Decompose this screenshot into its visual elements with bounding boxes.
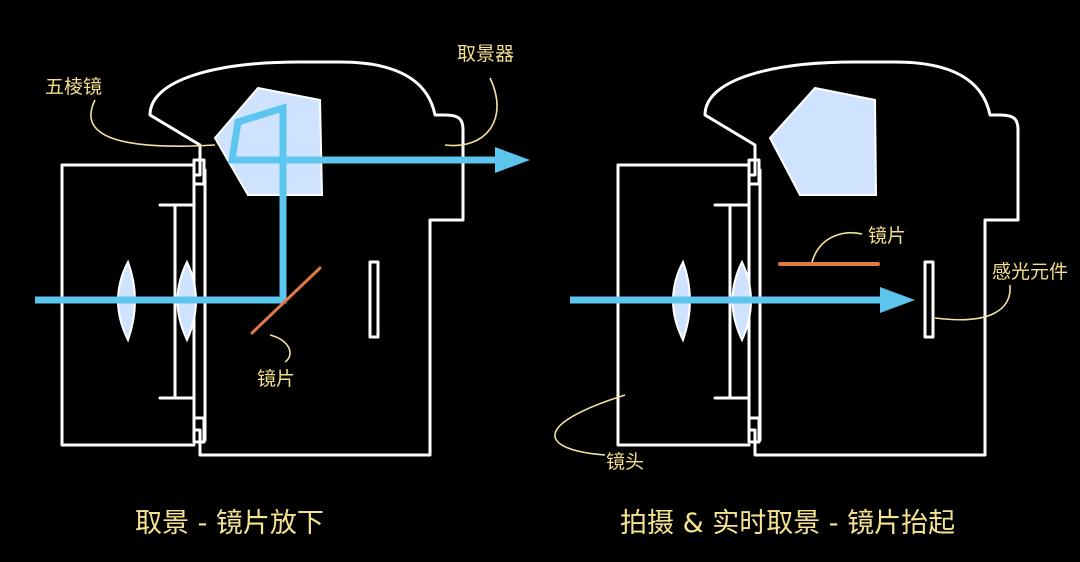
label-left-mirror: 镜片	[257, 368, 295, 390]
left-caption: 取景 - 镜片放下	[135, 508, 324, 539]
right-arrow-head	[880, 287, 915, 313]
left-leader-pentaprism	[90, 99, 216, 147]
left-leader-viewfinder	[444, 77, 498, 147]
label-viewfinder: 取景器	[457, 43, 514, 65]
left-leader-mirror	[269, 334, 291, 363]
label-pentaprism: 五棱镜	[45, 76, 102, 98]
right-leader-lens	[554, 394, 626, 456]
left-camera-body	[148, 60, 465, 457]
label-sensor: 感光元件	[992, 261, 1068, 283]
right-leader-sensor	[934, 284, 1011, 321]
left-mirror	[250, 266, 322, 335]
left-panel: 五棱镜 取景器 镜片 取景 - 镜片放下	[35, 43, 530, 539]
left-arrow-head	[495, 147, 530, 173]
right-camera-body	[703, 60, 1020, 457]
right-pentaprism	[768, 86, 878, 196]
left-lens-barrel	[60, 163, 196, 447]
left-light-path	[35, 103, 500, 304]
right-leader-mirror	[811, 232, 863, 263]
left-sensor	[368, 260, 380, 339]
left-pentaprism	[213, 86, 324, 196]
right-sensor	[923, 260, 935, 339]
right-lens-barrel	[616, 163, 751, 447]
right-panel: 镜片 感光元件 镜头 拍摄 & 实时取景 - 镜片抬起	[554, 60, 1068, 539]
label-right-mirror: 镜片	[868, 225, 906, 247]
label-lens: 镜头	[606, 451, 644, 473]
right-caption: 拍摄 & 实时取景 - 镜片抬起	[620, 508, 955, 539]
